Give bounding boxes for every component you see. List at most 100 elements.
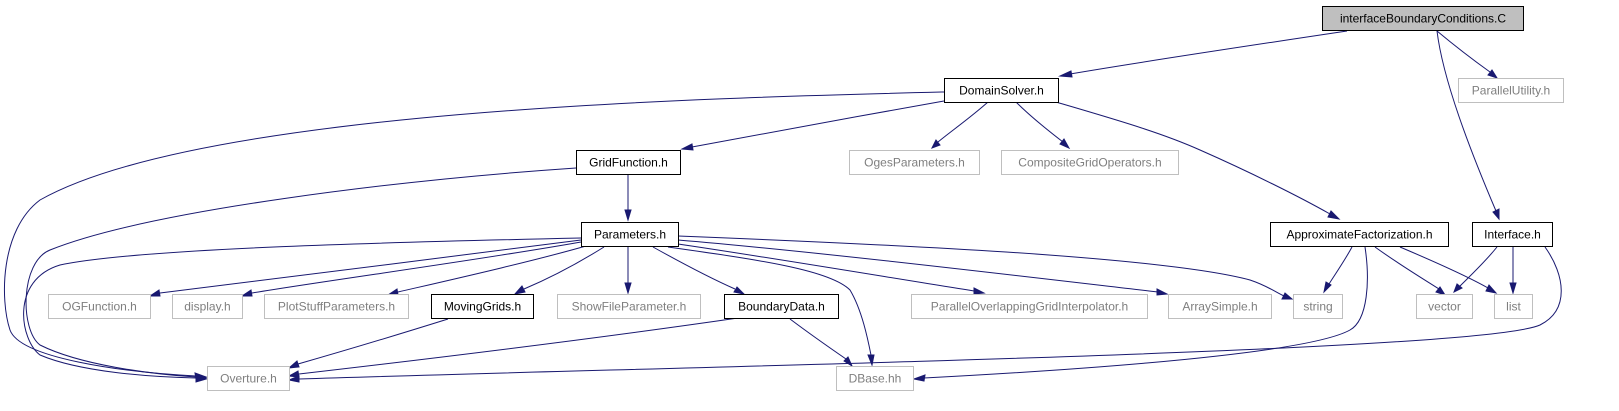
arrowhead-icon: [195, 374, 208, 383]
node-arraysimple: ArraySimple.h: [1168, 294, 1272, 319]
arrowhead-icon: [1327, 210, 1341, 220]
node-label: DomainSolver.h: [959, 84, 1044, 98]
node-label: interfaceBoundaryConditions.C: [1340, 12, 1506, 26]
node-label: Parameters.h: [594, 228, 666, 242]
edge-interface-to-list: [1509, 247, 1517, 295]
edge-domainsolver-to-overture: [3, 91, 945, 380]
edge-line: [23, 237, 582, 379]
edge-line: [1069, 30, 1348, 75]
edge-parameters-to-arraysimple: [677, 239, 1169, 296]
arrowhead-icon: [1453, 283, 1463, 294]
node-ogfunction: OGFunction.h: [48, 294, 151, 319]
node-layer: interfaceBoundaryConditions.C DomainSolve…: [48, 6, 1564, 391]
node-label: string: [1303, 300, 1332, 314]
node-box: [1494, 294, 1533, 319]
node-box: [576, 150, 681, 175]
node-box: [836, 366, 914, 391]
node-showfileparameter: ShowFileParameter.h: [557, 294, 701, 319]
node-movinggrids[interactable]: MovingGrids.h: [431, 294, 534, 319]
arrowhead-icon: [912, 374, 926, 382]
edge-parameters-to-display: [240, 241, 582, 297]
node-box: [1322, 6, 1524, 31]
node-box: [581, 222, 679, 247]
edge-approximatefactorization-to-list: [1399, 246, 1498, 294]
node-label: Interface.h: [1484, 228, 1541, 242]
edge-gridfunction-to-parameters: [624, 175, 632, 222]
arrowhead-icon: [624, 209, 632, 222]
node-string: string: [1293, 294, 1343, 319]
node-box: [724, 294, 839, 319]
edge-line: [691, 100, 945, 148]
node-label: MovingGrids.h: [444, 300, 521, 314]
arrowhead-icon: [513, 285, 526, 295]
arrowhead-icon: [867, 354, 875, 367]
node-box: [557, 294, 701, 319]
edge-line: [652, 246, 736, 290]
arrowhead-icon: [680, 143, 694, 151]
node-label: ArraySimple.h: [1182, 300, 1257, 314]
edge-movinggrids-to-overture: [287, 318, 449, 369]
arrowhead-icon: [1156, 288, 1169, 296]
node-label: ParallelUtility.h: [1472, 84, 1550, 98]
node-compositegridoperators: CompositeGridOperators.h: [1001, 150, 1179, 175]
node-box: [849, 150, 980, 175]
node-interface[interactable]: Interface.h: [1472, 222, 1553, 247]
edge-domainsolver-to-ogesparameters: [930, 101, 989, 149]
edge-approximatefactorization-to-string: [1323, 246, 1353, 294]
edge-parameters-to-boundarydata: [652, 246, 746, 295]
arrowhead-icon: [930, 139, 941, 149]
node-box: [1168, 294, 1272, 319]
arrowhead-icon: [1485, 284, 1498, 294]
node-label: ApproximateFactorization.h: [1286, 228, 1432, 242]
node-ogesparameters: OgesParameters.h: [849, 150, 980, 175]
edge-approximatefactorization-to-dbase: [912, 246, 1368, 382]
edge-parameters-to-ogfunction: [148, 239, 582, 297]
edge-line: [677, 235, 1285, 297]
edge-layer: [3, 30, 1562, 383]
node-box: [48, 294, 151, 319]
arrowhead-icon: [733, 286, 746, 295]
node-label: vector: [1428, 300, 1461, 314]
edge-root-to-domainsolver: [1058, 30, 1348, 78]
node-label: CompositeGridOperators.h: [1018, 156, 1161, 170]
edge-line: [937, 101, 989, 143]
node-gridfunction[interactable]: GridFunction.h: [576, 150, 681, 175]
edge-line: [3, 91, 945, 377]
node-label: PlotStuffParameters.h: [278, 300, 395, 314]
node-box: [172, 294, 243, 319]
node-domainsolver[interactable]: DomainSolver.h: [944, 78, 1059, 103]
edge-line: [25, 167, 577, 378]
edge-line: [667, 246, 872, 356]
arrowhead-icon: [1492, 208, 1500, 221]
edge-boundarydata-to-overture: [287, 317, 739, 378]
node-label: ParallelOverlappingGridInterpolator.h: [931, 300, 1128, 314]
arrowhead-icon: [1487, 69, 1499, 79]
node-display: display.h: [172, 294, 243, 319]
arrowhead-icon: [1281, 292, 1294, 300]
arrowhead-icon: [1059, 138, 1071, 150]
edge-approximatefactorization-to-vector: [1374, 246, 1447, 296]
arrowhead-icon: [148, 289, 161, 297]
node-approximatefactorization[interactable]: ApproximateFactorization.h: [1270, 222, 1449, 247]
edge-line: [789, 318, 847, 360]
node-label: ShowFileParameter.h: [572, 300, 687, 314]
edge-parameters-to-overture: [23, 237, 582, 383]
edge-root-to-parallelutility: [1436, 30, 1499, 79]
edge-parameters-to-plotstuffparameters: [386, 245, 587, 296]
node-label: BoundaryData.h: [738, 300, 825, 314]
node-label: list: [1506, 300, 1521, 314]
node-label: OGFunction.h: [62, 300, 137, 314]
node-box: [1458, 78, 1564, 103]
node-box: [911, 294, 1148, 319]
node-boundarydata[interactable]: BoundaryData.h: [724, 294, 839, 319]
node-list: list: [1494, 294, 1533, 319]
edge-gridfunction-to-overture: [25, 167, 577, 382]
node-box: [1270, 222, 1449, 247]
edge-line: [1055, 101, 1331, 215]
arrowhead-icon: [1509, 282, 1517, 295]
node-parameters[interactable]: Parameters.h: [581, 222, 679, 247]
edge-line: [677, 239, 1159, 293]
node-box: [1001, 150, 1179, 175]
node-root[interactable]: interfaceBoundaryConditions.C: [1322, 6, 1524, 31]
